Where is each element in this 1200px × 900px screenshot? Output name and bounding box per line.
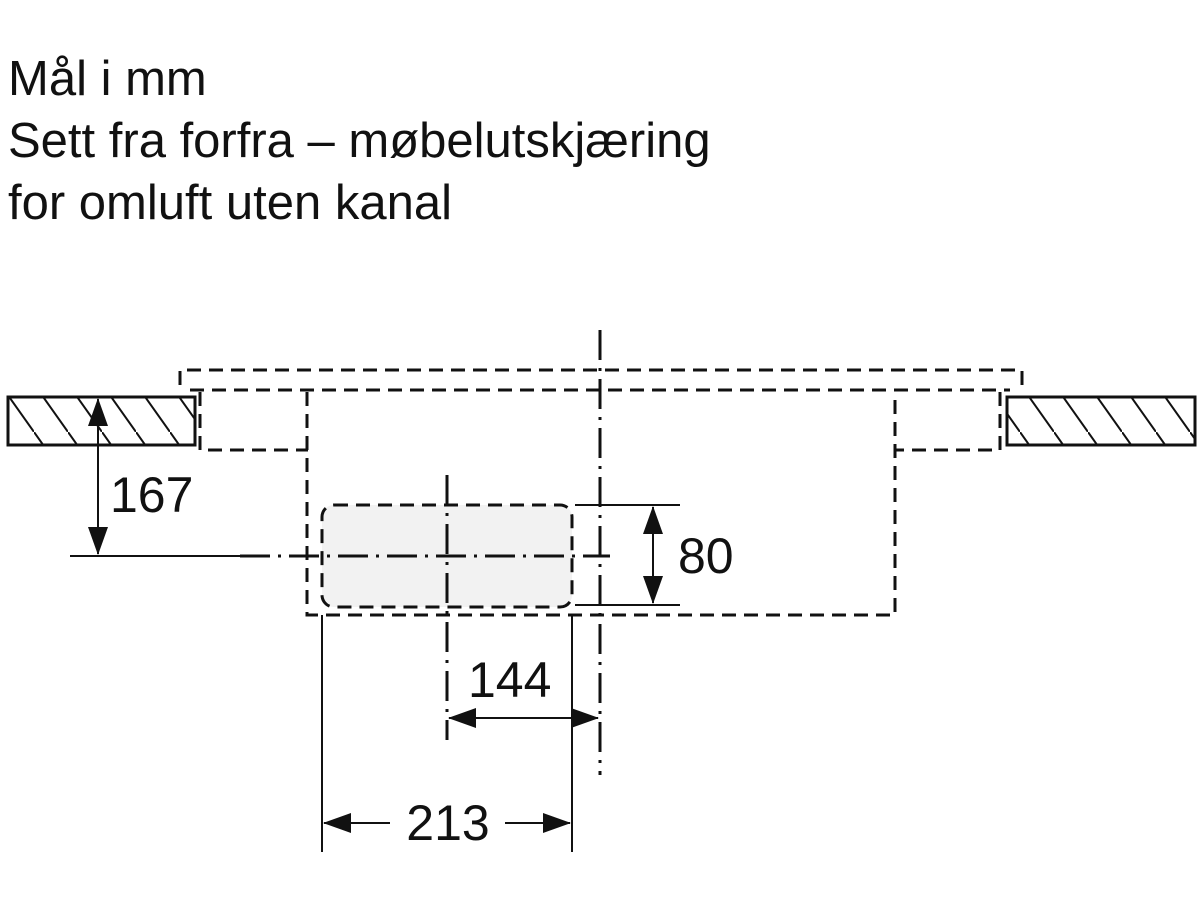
worktop-right [1005,395,1197,447]
dimension-80 [575,504,680,606]
dimension-label-80: 80 [678,528,734,584]
dimension-label-144: 144 [468,652,551,708]
center-lines [240,330,610,775]
dimension-label-213: 213 [406,795,489,851]
title-line-3: for omluft uten kanal [8,176,452,230]
dimension-213 [321,615,573,852]
worktop-left [6,395,197,447]
dimension-167 [70,398,240,557]
dimension-label-167: 167 [110,467,193,523]
diagram-title: Mål i mm Sett fra forfra – møbelutskjæri… [8,48,711,234]
title-line-2: Sett fra forfra – møbelutskjæring [8,114,711,168]
title-line-1: Mål i mm [8,52,207,106]
